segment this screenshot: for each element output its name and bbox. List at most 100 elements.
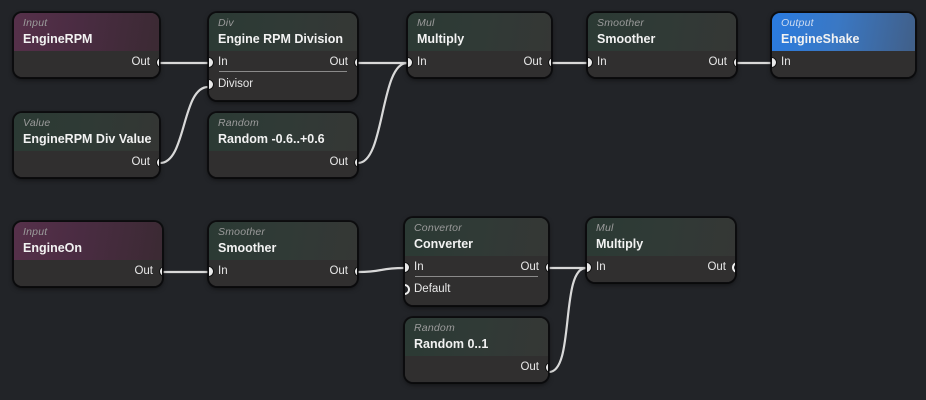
port-row: Out	[14, 260, 162, 282]
port-left-in[interactable]	[408, 56, 413, 68]
port-left-in[interactable]	[772, 56, 777, 68]
port-right-out[interactable]	[732, 261, 735, 273]
port-left-in[interactable]	[405, 261, 410, 273]
node-title-label: EngineShake	[781, 32, 860, 46]
port-row: In Out	[408, 51, 551, 73]
port-right-out[interactable]	[156, 156, 159, 168]
node-title-label: EngineOn	[23, 241, 83, 255]
node-type-label: Input	[23, 226, 48, 238]
port-label-in: In	[781, 56, 791, 68]
port-right-out[interactable]	[354, 156, 357, 168]
node-title-label: Multiply	[596, 237, 644, 251]
port-label-in: In	[417, 56, 427, 68]
node-type-label: Convertor	[414, 222, 462, 234]
node-type-label: Random	[414, 322, 455, 334]
port-label-out: Out	[523, 56, 542, 68]
node-title-label: Random -0.6..+0.6	[218, 132, 325, 146]
port-label-out: Out	[329, 156, 348, 168]
node-type-label: Value	[23, 117, 51, 129]
node-body-random-neg06-pos06: Out	[209, 151, 357, 177]
port-row: Divisor	[209, 73, 357, 95]
node-body-engine-shake: In	[772, 51, 915, 77]
node-type-label: Div	[218, 17, 234, 29]
node-type-label: Output	[781, 17, 814, 29]
port-label-out: Out	[329, 56, 348, 68]
port-row: Out	[14, 151, 159, 173]
port-row: Out	[209, 151, 357, 173]
port-left-in[interactable]	[209, 265, 214, 277]
port-right-out[interactable]	[156, 56, 159, 68]
port-left-in[interactable]	[587, 261, 592, 273]
port-label-in: In	[218, 265, 228, 277]
port-label-out: Out	[708, 56, 727, 68]
port-label-default: Default	[414, 283, 451, 295]
port-right-out[interactable]	[159, 265, 162, 277]
node-type-label: Mul	[596, 222, 614, 234]
port-right-out[interactable]	[548, 56, 551, 68]
port-label-out: Out	[520, 361, 539, 373]
port-label-out: Out	[520, 261, 539, 273]
connection-wire[interactable]	[547, 266, 588, 374]
node-type-label: Input	[23, 17, 48, 29]
port-left-in[interactable]	[209, 56, 214, 68]
connection-wire[interactable]	[356, 61, 409, 165]
node-title-label: Smoother	[218, 241, 277, 255]
node-type-label: Smoother	[218, 226, 266, 238]
node-body-engine-rpm-div-value: Out	[14, 151, 159, 177]
node-type-label: Smoother	[597, 17, 645, 29]
port-label-divisor: Divisor	[218, 78, 254, 90]
port-right-out[interactable]	[545, 261, 548, 273]
node-title-label: Engine RPM Division	[218, 32, 344, 46]
connection-wire[interactable]	[158, 85, 210, 165]
port-row: Out	[14, 51, 159, 73]
port-right-out[interactable]	[545, 361, 548, 373]
port-right-out[interactable]	[733, 56, 736, 68]
port-row: Out	[405, 356, 548, 378]
connection-wire[interactable]	[356, 266, 406, 274]
node-title-label: Smoother	[597, 32, 656, 46]
port-label-out: Out	[707, 261, 726, 273]
port-row: In	[772, 51, 915, 73]
port-label-out: Out	[131, 156, 150, 168]
port-left-in[interactable]	[588, 56, 593, 68]
port-right-out[interactable]	[354, 265, 357, 277]
node-title-label: Random 0..1	[414, 337, 489, 351]
node-body-random-0-1: Out	[405, 356, 548, 382]
port-left-default[interactable]	[405, 283, 410, 295]
port-right-out[interactable]	[354, 56, 357, 68]
port-left-divisor[interactable]	[209, 78, 214, 90]
